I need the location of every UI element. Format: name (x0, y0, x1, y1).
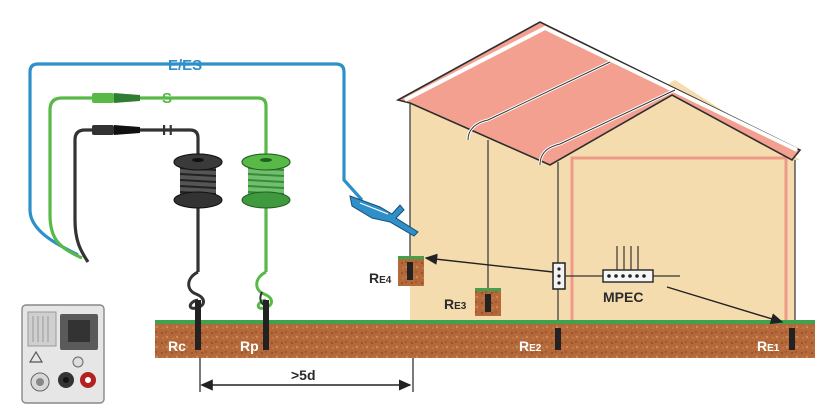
crocodile-clip (349, 195, 419, 237)
rp-label: Rp (240, 338, 259, 354)
house-front-wall (555, 155, 795, 325)
house-gable (540, 80, 800, 160)
grass-line (155, 320, 815, 324)
wire-s-label: S (162, 90, 172, 107)
re2-label: RE2 (519, 338, 542, 354)
re4-label: RE4 (369, 270, 392, 286)
mpec-bar (602, 269, 654, 283)
plug-s (92, 93, 140, 103)
probe-rc (187, 270, 205, 350)
rc-label: Rc (168, 338, 186, 354)
house-roof (395, 21, 802, 166)
electrode-rods (407, 262, 795, 350)
wire-h-label: H (162, 122, 173, 139)
re3-rod (485, 294, 491, 312)
re1-rod (789, 328, 795, 350)
reel-h (173, 153, 223, 209)
wire-e-es (28, 62, 364, 257)
arrow-to-re1 (666, 286, 784, 325)
wire-e-es-label: E/ES (168, 57, 202, 74)
wire-s (48, 96, 95, 260)
probe-rp (255, 270, 273, 350)
re4-rod (407, 262, 413, 280)
re3-label: RE3 (444, 296, 467, 312)
re2-rod (555, 328, 561, 350)
mpec-label: MPEC (603, 289, 643, 305)
instrument (21, 304, 105, 404)
distance-label: >5d (291, 367, 316, 383)
wire-h (73, 128, 95, 263)
reel-s (241, 153, 291, 209)
plug-h (92, 125, 140, 135)
wires: E/ES S H (28, 57, 419, 272)
electrode-labels: RE4 RE3 RE2 RE1 Rc Rp (168, 270, 780, 354)
house (395, 21, 802, 327)
distance-dimension: >5d (199, 358, 414, 392)
mpec-group: MPEC (424, 246, 784, 325)
arrow-to-re4 (424, 253, 554, 273)
house-side-wall (410, 95, 555, 325)
re1-label: RE1 (757, 338, 780, 354)
